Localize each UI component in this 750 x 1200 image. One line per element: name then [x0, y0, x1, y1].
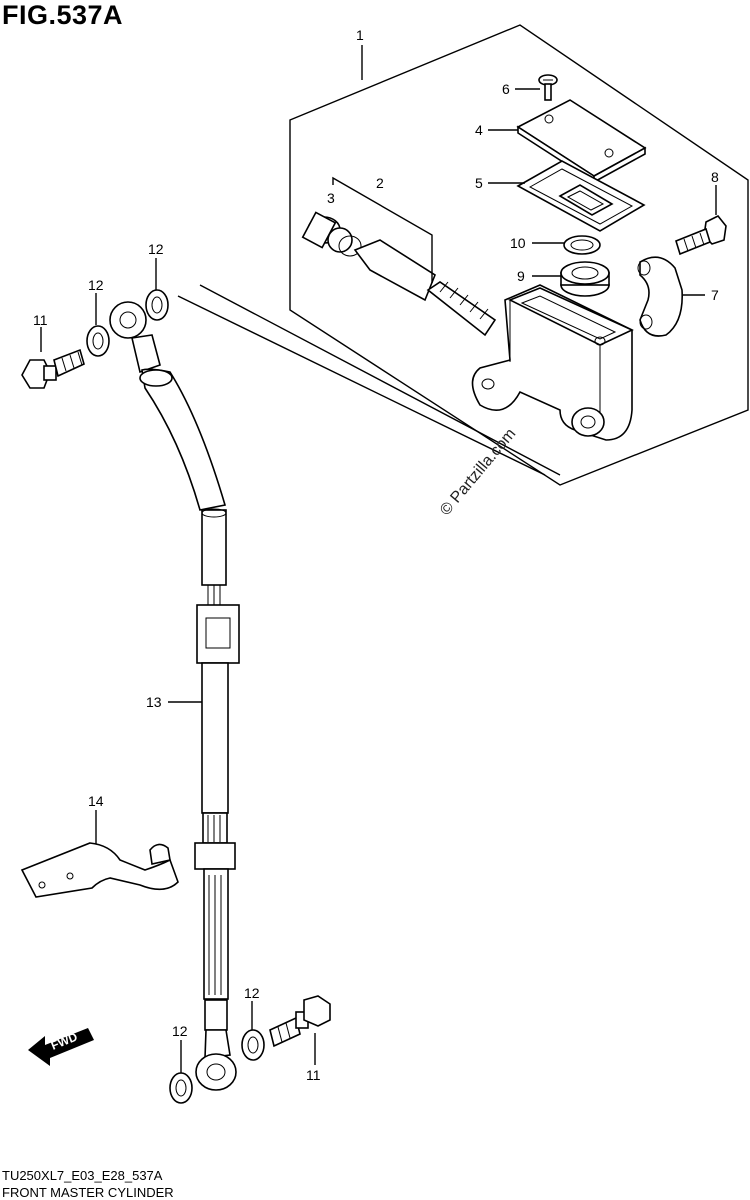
callout-12-c: 12: [244, 985, 260, 1001]
callout-1: 1: [356, 27, 364, 43]
callout-12-d: 12: [172, 1023, 188, 1039]
leader-line-hose-2: [199, 284, 561, 476]
callout-12-a: 12: [148, 241, 164, 257]
reservoir-cap-part-4: [516, 99, 647, 184]
callout-5: 5: [475, 175, 483, 191]
assembly-outline: [289, 24, 749, 486]
clamp-bolt-part-8: [675, 214, 727, 256]
callout-6: 6: [502, 81, 510, 97]
washer-part-12-a-hole: [92, 332, 104, 350]
callout-13: 13: [146, 694, 162, 710]
callout-11-bottom: 11: [306, 1067, 321, 1083]
bushing-part-9: [560, 261, 610, 297]
banjo-bolt-part-11-bottom: [269, 995, 331, 1048]
diaphragm-part-5: [516, 160, 646, 232]
master-cylinder-body: [471, 284, 634, 441]
callout-10: 10: [510, 235, 526, 251]
callout-9: 9: [517, 268, 525, 284]
screw-part-6: [538, 74, 558, 101]
figure-name: FRONT MASTER CYLINDER: [2, 1185, 174, 1200]
handlebar-clamp-part-7: [637, 256, 683, 337]
o-ring-inner: [570, 239, 594, 251]
model-code: TU250XL7_E03_E28_537A: [2, 1168, 163, 1183]
washer-part-12-d-hole: [175, 1079, 187, 1097]
washer-part-12-c: [241, 1029, 265, 1061]
leader-bracket-2-3: [332, 176, 433, 283]
fwd-arrow-icon: FWD: [28, 1028, 94, 1066]
hose-bracket-part-14: [20, 842, 179, 898]
piston-assembly-part-2: [353, 239, 497, 337]
callout-8: 8: [711, 169, 719, 185]
callout-3: 3: [327, 190, 335, 206]
washer-part-12-c-hole: [247, 1036, 259, 1054]
callout-14: 14: [88, 793, 104, 809]
callout-2: 2: [376, 175, 384, 191]
washer-part-12-d: [169, 1072, 193, 1104]
washer-part-12-a: [86, 325, 110, 357]
piston-boot-part-3: [301, 211, 362, 257]
callout-7: 7: [711, 287, 719, 303]
callout-4: 4: [475, 122, 483, 138]
banjo-bolt-part-11-top: [21, 348, 85, 389]
leader-line-hose: [177, 295, 546, 476]
callout-11-top: 11: [33, 312, 48, 328]
washer-part-12-b: [145, 289, 169, 321]
callout-12-b: 12: [88, 277, 104, 293]
o-ring-part-10: [563, 235, 601, 255]
brake-hose-part-13: [109, 301, 240, 1091]
washer-part-12-b-hole: [151, 296, 163, 314]
figure-title: FIG.537A: [2, 0, 124, 30]
